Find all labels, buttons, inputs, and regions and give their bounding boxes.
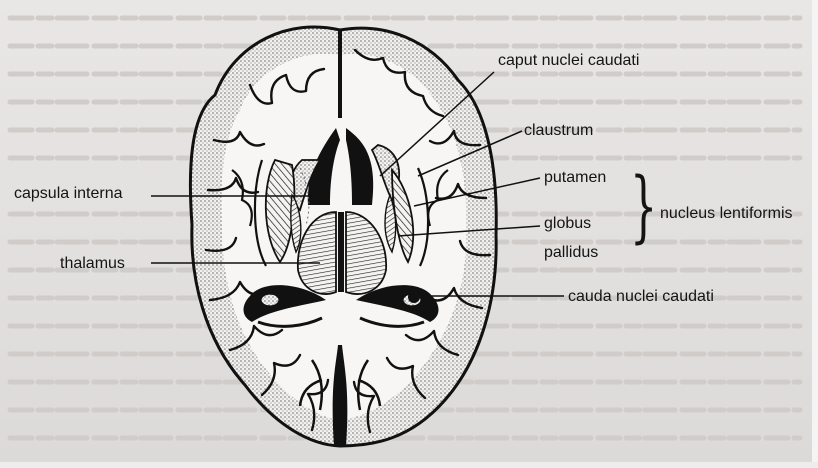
page-edge-right: [812, 0, 818, 468]
label-capsula-interna: capsula interna: [14, 186, 123, 202]
page-edge-bottom: [0, 462, 818, 468]
label-caput-nuclei-caudati: caput nuclei caudati: [498, 53, 639, 69]
label-globus: globus: [544, 216, 591, 232]
label-claustrum: claustrum: [524, 123, 593, 139]
label-nucleus-lentiformis: nucleus lentiformis: [660, 206, 793, 222]
label-thalamus: thalamus: [60, 256, 125, 272]
label-cauda-nuclei-caudati: cauda nuclei caudati: [568, 289, 714, 305]
label-pallidus: pallidus: [544, 245, 598, 261]
brace-icon: }: [630, 168, 657, 246]
label-putamen: putamen: [544, 170, 606, 186]
